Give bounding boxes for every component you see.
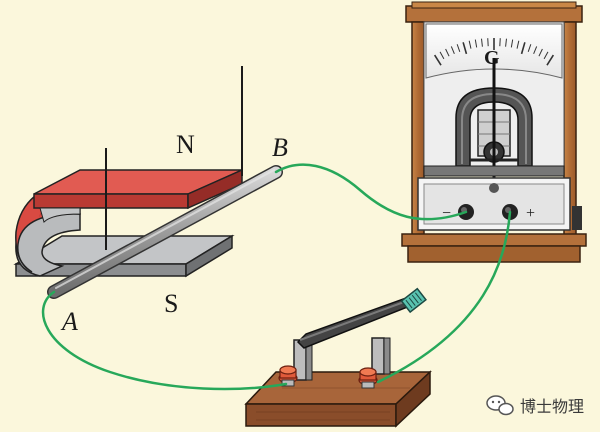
magnet-bottom-arm-side (185, 234, 233, 278)
scale-tick (439, 51, 445, 60)
galvanometer: G − + (401, 1, 587, 263)
scale-tick (538, 48, 543, 57)
scale-tick (510, 39, 514, 48)
rod-end-b-label: B (272, 133, 288, 162)
scale-tick (474, 39, 478, 48)
scale-tick (533, 46, 538, 55)
wechat-chat-bubble-icon (486, 395, 514, 416)
scale-tick (527, 44, 532, 52)
south-pole-label: S (164, 289, 178, 318)
scale-tick (462, 42, 468, 55)
switch-screw-right (358, 367, 378, 389)
scale-tick (433, 54, 442, 66)
watermark: 博士物理 (486, 395, 584, 416)
watermark-text: 博士物理 (520, 397, 584, 416)
north-pole-label: N (176, 130, 195, 159)
scale-tick (468, 40, 472, 49)
scale-tick (520, 42, 526, 55)
conductor-rod-ab (47, 165, 283, 299)
switch-base-front (245, 403, 397, 427)
galvanometer-scale (433, 38, 555, 66)
wire-positive-terminal-to-switch (376, 210, 512, 384)
negative-terminal-label: − (442, 205, 451, 222)
switch-screw-left (278, 365, 298, 387)
switch-handle (400, 287, 427, 314)
scale-tick (546, 54, 555, 66)
scale-tick (445, 48, 450, 57)
wire-a-to-switch (41, 290, 288, 391)
scale-tick (505, 38, 507, 47)
positive-terminal-label: + (526, 205, 535, 222)
scale-tick (450, 46, 455, 55)
scale-tick (516, 40, 520, 49)
circuit-wires (41, 163, 512, 391)
magnet-top-arm-front (33, 193, 189, 209)
scale-tick (543, 51, 549, 60)
galvanometer-dial (425, 23, 563, 79)
rod-end-a-label: A (60, 307, 78, 336)
scale-tick (456, 44, 461, 52)
scale-tick (481, 38, 483, 47)
galvanometer-base (401, 233, 587, 247)
knife-switch (244, 287, 432, 428)
horseshoe-magnet (13, 168, 243, 278)
galvanometer-letter: G (484, 47, 500, 69)
magnet-mid-band (39, 207, 81, 223)
wire-b-to-negative-terminal (274, 163, 468, 221)
